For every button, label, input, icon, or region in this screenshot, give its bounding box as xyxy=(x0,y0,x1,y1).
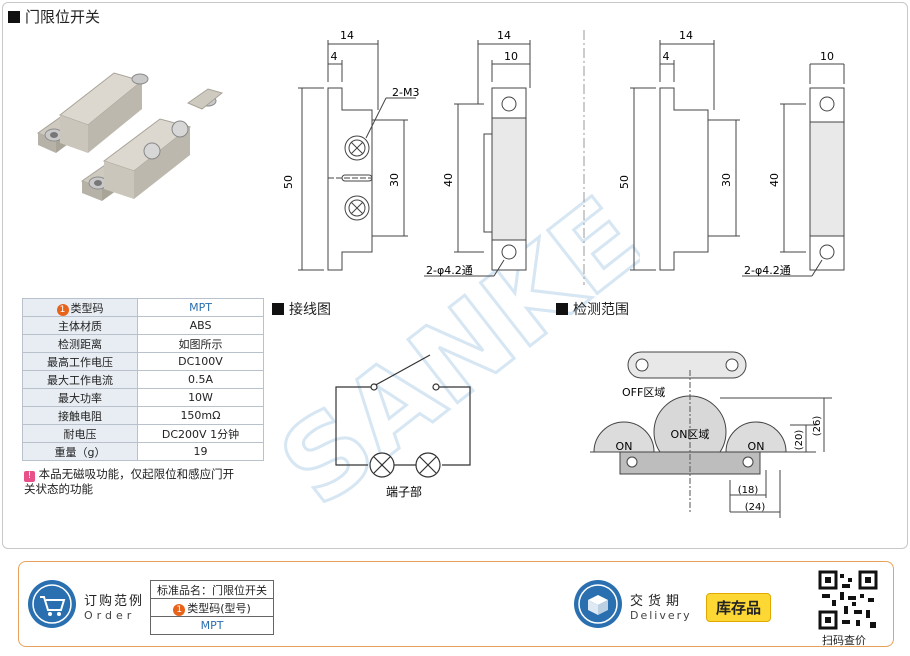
table-row: 重量（g）19 xyxy=(22,442,264,461)
delivery-box-icon xyxy=(574,580,622,628)
spec-value: DC100V xyxy=(137,352,264,371)
dim-30: 30 xyxy=(720,173,733,187)
dim-14: 14 xyxy=(340,29,354,42)
warning-icon: ! xyxy=(24,471,35,482)
spec-value: ABS xyxy=(137,316,264,335)
spec-value: 150mΩ xyxy=(137,406,264,425)
title-square-icon xyxy=(272,303,284,315)
off-zone-label: OFF区域 xyxy=(622,386,665,399)
product-photo xyxy=(36,72,224,201)
wiring-title-text: 接线图 xyxy=(289,302,331,318)
qr-code-icon xyxy=(818,570,878,630)
wiring-diagram: 端子部 xyxy=(335,354,471,499)
cart-icon xyxy=(28,580,76,628)
detection-range-diagram: OFF区域 ON区域 ON ON (20) (26) (18) (24) xyxy=(590,351,832,518)
detection-title: 检测范围 xyxy=(556,299,629,319)
table-row: 标准品名：门限位开关 xyxy=(150,580,274,599)
dim-50: 50 xyxy=(618,175,631,189)
on-zone-left-label: ON xyxy=(616,440,633,453)
hole-label: 2-φ4.2通 xyxy=(426,264,473,277)
spec-value: 10W xyxy=(137,388,264,407)
spec-note: ! 本品无磁吸功能，仅起限位和感应门开关状态的功能 xyxy=(24,467,244,497)
spec-value: MPT xyxy=(137,298,264,317)
order-bar xyxy=(18,561,894,647)
page-title-text: 门限位开关 xyxy=(25,8,101,26)
spec-key: 主体材质 xyxy=(22,316,138,335)
dim-40: 40 xyxy=(768,173,781,187)
on-zone-center-label: ON区域 xyxy=(671,428,710,441)
order-sub: Order xyxy=(84,609,136,622)
table-row: 检测距离如图所示 xyxy=(22,334,264,353)
spec-value: 如图所示 xyxy=(137,334,264,353)
left-side-view xyxy=(298,40,416,271)
spec-key: 接触电阻 xyxy=(22,406,138,425)
thread-label: 2-M3 xyxy=(392,86,419,99)
delivery-label: 交货期 xyxy=(630,594,685,609)
switch-part-left xyxy=(36,72,149,153)
dimension-drawings: 14 4 50 30 2-M3 14 10 40 2-φ4.2通 14 4 50… xyxy=(282,29,845,285)
dim-14: 14 xyxy=(497,29,511,42)
dim-10: 10 xyxy=(820,50,834,63)
wiring-title: 接线图 xyxy=(272,299,331,319)
spec-value: 19 xyxy=(137,442,264,461)
spec-key: 最高工作电压 xyxy=(22,352,138,371)
dim-4: 4 xyxy=(331,50,338,63)
right-front-view xyxy=(742,63,845,277)
dim-50: 50 xyxy=(282,175,295,189)
dim-14: 14 xyxy=(679,29,693,42)
detection-title-text: 检测范围 xyxy=(573,302,629,318)
title-square-icon xyxy=(556,303,568,315)
spec-key: 耐电压 xyxy=(22,424,138,443)
dim-20: (20) xyxy=(794,430,805,451)
spec-key: 最大功率 xyxy=(22,388,138,407)
type-code-value: MPT xyxy=(150,616,274,635)
qr-label: 扫码查价 xyxy=(822,634,866,647)
dim-10: 10 xyxy=(504,50,518,63)
wiring-caption: 端子部 xyxy=(386,484,422,499)
dim-26: (26) xyxy=(812,416,823,437)
std-name-cell: 标准品名：门限位开关 xyxy=(150,580,274,599)
right-side-view xyxy=(630,40,740,271)
hole-label: 2-φ4.2通 xyxy=(744,264,791,277)
order-label: 订购范例 xyxy=(84,594,145,609)
on-zone-right-label: ON xyxy=(748,440,765,453)
number-badge-icon: 1 xyxy=(173,603,186,616)
table-row: MPT xyxy=(150,616,274,635)
spec-value: 0.5A xyxy=(137,370,264,389)
stock-badge: 库存品 xyxy=(706,593,772,622)
dim-30: 30 xyxy=(388,173,401,187)
spec-key: 检测距离 xyxy=(22,334,138,353)
page-title: 门限位开关 xyxy=(8,6,100,27)
dim-24: (24) xyxy=(745,502,766,513)
delivery-sub: Delivery xyxy=(630,609,692,622)
title-square-icon xyxy=(8,10,20,23)
spec-key: 最大工作电流 xyxy=(22,370,138,389)
dim-40: 40 xyxy=(442,173,455,187)
spec-value: DC200V 1分钟 xyxy=(137,424,264,443)
number-badge-icon: 1 xyxy=(56,303,69,316)
dim-18: (18) xyxy=(738,485,759,496)
spec-note-text: 本品无磁吸功能，仅起限位和感应门开关状态的功能 xyxy=(24,467,235,496)
spec-key: 重量（g） xyxy=(22,442,138,461)
left-front-view xyxy=(424,40,531,277)
switch-part-right xyxy=(80,88,224,201)
dim-4: 4 xyxy=(663,50,670,63)
main-panel xyxy=(2,2,908,549)
